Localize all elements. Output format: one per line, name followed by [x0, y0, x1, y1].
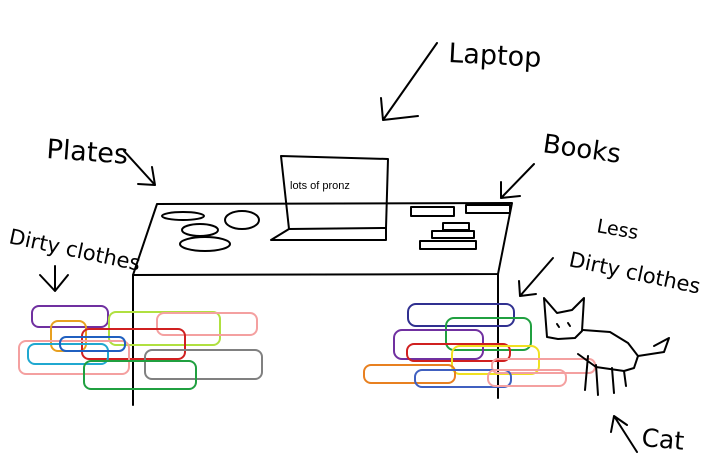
laptop: lots of pronz [270, 155, 389, 241]
laptop-base [270, 227, 387, 241]
desk [132, 202, 513, 406]
cat-head [543, 297, 585, 340]
clothing-item [27, 343, 109, 365]
cat-body [577, 329, 639, 372]
clothing-item [31, 305, 109, 328]
less-dirty-clothes-label: Dirty clothes [567, 247, 703, 298]
books [410, 204, 511, 250]
cat-eyes [556, 322, 571, 328]
plate [179, 236, 231, 252]
clothing-item [487, 369, 567, 387]
clothing-item [407, 303, 515, 327]
cat-tail [637, 337, 670, 357]
book [431, 230, 475, 239]
laptop-label: Laptop [448, 38, 542, 74]
book [442, 222, 470, 231]
arrow-icon [123, 150, 156, 186]
book [419, 240, 477, 250]
arrow-icon [380, 42, 438, 121]
plate [161, 211, 205, 221]
clothing-item [445, 317, 532, 351]
clothing-item [406, 343, 511, 362]
cat-legs [584, 355, 627, 396]
clothing-item [83, 360, 197, 390]
less-label: Less [595, 215, 640, 244]
cat-label: Cat [640, 423, 685, 456]
clothing-item [156, 312, 258, 336]
arrow-icon [610, 415, 638, 453]
book [465, 204, 511, 214]
plates-label: Plates [46, 134, 130, 171]
arrows [39, 42, 638, 453]
arrow-icon [518, 257, 554, 297]
clothing-item [144, 349, 263, 380]
arrow-icon [500, 163, 535, 199]
dirty-clothes-label: Dirty clothes [7, 224, 143, 275]
plate [181, 223, 219, 237]
clothing-item [59, 336, 126, 352]
dirty-clothes-pile [18, 305, 263, 390]
cat [543, 297, 670, 396]
arrow-icon [39, 265, 69, 292]
books-label: Books [541, 129, 623, 170]
clothing-item [414, 369, 512, 388]
plate [224, 210, 260, 230]
laptop-screen [280, 155, 389, 230]
clothing-item [363, 364, 456, 384]
book [410, 206, 455, 217]
less-dirty-clothes-pile [363, 303, 596, 388]
laptop-screen-text: lots of pronz [290, 180, 350, 192]
clothing-item [18, 340, 130, 375]
plates [161, 210, 260, 252]
